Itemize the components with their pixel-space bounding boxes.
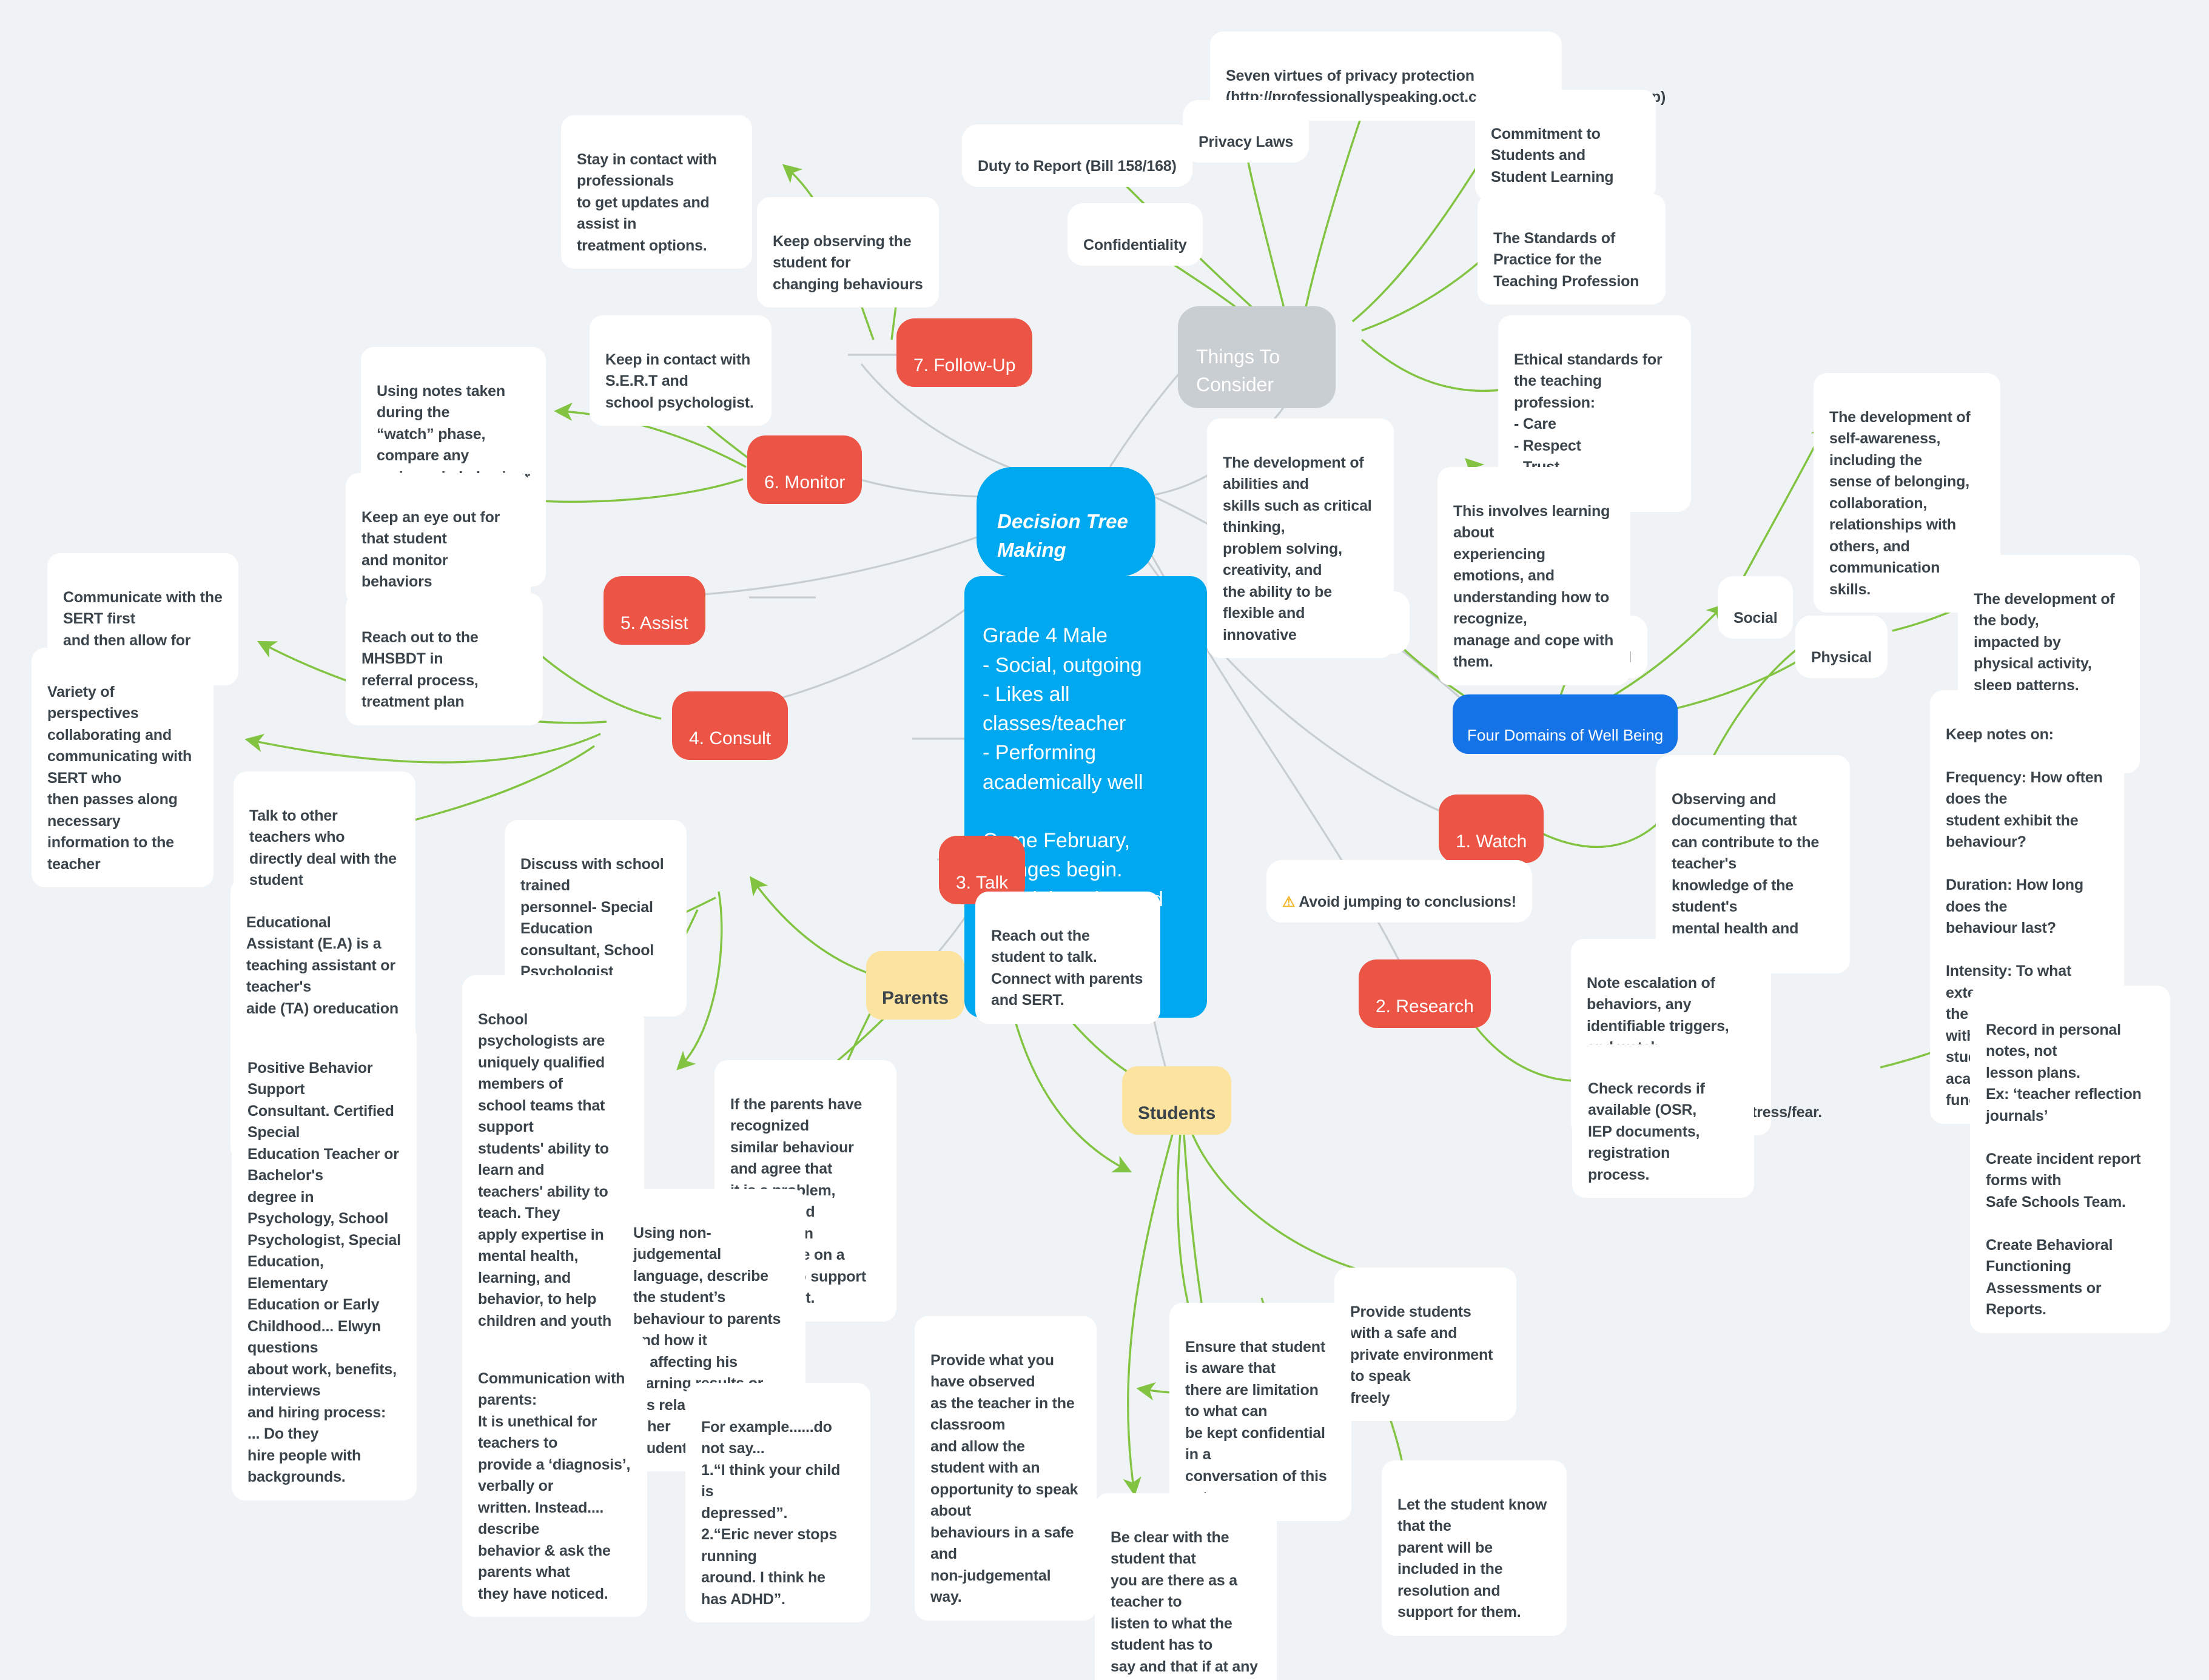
avoid-conclusions-node[interactable]: ⚠Avoid jumping to conclusions! (1266, 860, 1532, 922)
assist-mhsbdt-node[interactable]: Reach out to the MHSBDT in referral proc… (346, 593, 543, 725)
step-watch-node[interactable]: 1. Watch (1439, 795, 1544, 864)
students-node[interactable]: Students (1122, 1066, 1232, 1135)
talk-reach-out-node[interactable]: Reach out the student to talk. Connect w… (975, 892, 1160, 1024)
followup-stay-contact-node[interactable]: Stay in contact with professionals to ge… (561, 115, 752, 269)
commitment-students-label: Commitment to Students and Student Learn… (1491, 125, 1614, 186)
monitor-keep-contact-sert-node[interactable]: Keep in contact with S.E.R.T and school … (590, 315, 772, 426)
standards-of-practice-node[interactable]: The Standards of Practice for the Teachi… (1478, 194, 1666, 304)
four-domains-label: Four Domains of Well Being (1467, 725, 1664, 744)
monitor-keep-contact-sert-label: Keep in contact with S.E.R.T and school … (605, 351, 754, 411)
domain-cognitive-description: The development of abilities and skills … (1207, 418, 1394, 658)
followup-stay-contact-label: Stay in contact with professionals to ge… (577, 150, 717, 254)
students-provide-observed-label: Provide what you have observed as the te… (930, 1351, 1078, 1606)
privacy-laws-label: Privacy Laws (1199, 133, 1294, 150)
root-title-node[interactable]: Decision Tree Making (977, 467, 1155, 577)
standards-of-practice-label: The Standards of Practice for the Teachi… (1493, 229, 1639, 290)
followup-keep-observing-label: Keep observing the student for changing … (773, 232, 923, 293)
step-consult-label: 4. Consult (689, 728, 772, 748)
research-record-notes-node[interactable]: Record in personal notes, not lesson pla… (1970, 986, 2170, 1333)
parents-communication-ethics-node[interactable]: Communication with parents: It is unethi… (462, 1334, 647, 1617)
consult-positive-behavior-node[interactable]: Positive Behavior Support Consultant. Ce… (232, 1024, 417, 1500)
domain-social-node[interactable]: Social (1718, 576, 1794, 639)
students-be-clear-label: Be clear with the student that you are t… (1111, 1528, 1258, 1680)
research-check-records-node[interactable]: Check records if available (OSR, IEP doc… (1572, 1044, 1754, 1198)
step-watch-label: 1. Watch (1456, 831, 1527, 852)
confidentiality-label: Confidentiality (1083, 236, 1187, 254)
assist-talk-other-teachers-label: Talk to other teachers who directly deal… (249, 807, 397, 889)
students-safe-private-node[interactable]: Provide students with a safe and private… (1334, 1268, 1516, 1421)
monitor-keep-eye-out-node[interactable]: Keep an eye out for that student and mon… (346, 473, 531, 605)
domain-emotional-description: This involves learning about experiencin… (1437, 467, 1630, 685)
commitment-students-node[interactable]: Commitment to Students and Student Learn… (1475, 90, 1656, 200)
domain-social-label: Social (1733, 609, 1778, 627)
avoid-conclusions-label: Avoid jumping to conclusions! (1299, 893, 1516, 910)
students-parent-included-label: Let the student know that the parent wil… (1397, 1496, 1547, 1621)
domain-emotional-description-text: This involves learning about experiencin… (1453, 502, 1614, 671)
assist-variety-perspectives-label: Variety of perspectives collaborating an… (47, 683, 192, 873)
parents-communication-ethics-label: Communication with parents: It is unethi… (478, 1369, 631, 1602)
domain-physical-node[interactable]: Physical (1795, 616, 1888, 678)
step-assist-node[interactable]: 5. Assist (604, 576, 705, 645)
consult-positive-behavior-label: Positive Behavior Support Consultant. Ce… (247, 1059, 401, 1486)
step-talk-label: 3. Talk (956, 872, 1009, 893)
students-be-clear-node[interactable]: Be clear with the student that you are t… (1095, 1493, 1277, 1680)
domain-social-description-text: The development of self-awareness, inclu… (1829, 408, 1971, 598)
research-record-notes-label: Record in personal notes, not lesson pla… (1986, 1021, 2142, 1319)
students-safe-private-label: Provide students with a safe and private… (1350, 1303, 1493, 1406)
duty-to-report-node[interactable]: Duty to Report (Bill 158/168) (962, 124, 1192, 187)
parents-example-donotsay-node[interactable]: For example......do not say... 1.“I thin… (685, 1383, 870, 1622)
duty-to-report-label: Duty to Report (Bill 158/168) (978, 157, 1177, 175)
followup-keep-observing-node[interactable]: Keep observing the student for changing … (757, 197, 939, 307)
domain-physical-label: Physical (1811, 648, 1872, 666)
four-domains-node[interactable]: Four Domains of Well Being (1453, 694, 1678, 754)
step-monitor-label: 6. Monitor (764, 472, 846, 492)
parents-label: Parents (882, 987, 949, 1008)
confidentiality-node[interactable]: Confidentiality (1068, 203, 1203, 266)
assist-mhsbdt-label: Reach out to the MHSBDT in referral proc… (361, 628, 479, 711)
assist-variety-perspectives-node[interactable]: Variety of perspectives collaborating an… (32, 648, 214, 887)
students-provide-observed-node[interactable]: Provide what you have observed as the te… (915, 1316, 1097, 1621)
monitor-keep-eye-out-label: Keep an eye out for that student and mon… (361, 508, 500, 591)
step-consult-node[interactable]: 4. Consult (672, 691, 788, 761)
step-research-node[interactable]: 2. Research (1359, 959, 1491, 1029)
students-label: Students (1138, 1103, 1216, 1123)
step-assist-label: 5. Assist (620, 613, 688, 633)
students-parent-included-node[interactable]: Let the student know that the parent wil… (1382, 1460, 1567, 1636)
step-followup-node[interactable]: 7. Follow-Up (896, 318, 1033, 388)
talk-reach-out-label: Reach out the student to talk. Connect w… (991, 927, 1143, 1009)
warning-icon: ⚠ (1282, 893, 1296, 910)
students-confidentiality-limits-node[interactable]: Ensure that student is aware that there … (1169, 1303, 1351, 1521)
step-followup-label: 7. Follow-Up (913, 355, 1016, 375)
watch-observing-label: Observing and documenting that can contr… (1672, 790, 1820, 959)
step-research-label: 2. Research (1376, 996, 1474, 1016)
parents-node[interactable]: Parents (866, 951, 965, 1020)
assist-talk-other-teachers-node[interactable]: Talk to other teachers who directly deal… (234, 771, 415, 904)
privacy-laws-node[interactable]: Privacy Laws (1183, 100, 1310, 163)
things-to-consider-label: Things To Consider (1196, 346, 1280, 395)
root-title-label: Decision Tree Making (997, 509, 1128, 561)
students-confidentiality-limits-label: Ensure that student is aware that there … (1185, 1338, 1327, 1507)
step-monitor-node[interactable]: 6. Monitor (747, 435, 862, 505)
parents-example-donotsay-label: For example......do not say... 1.“I thin… (701, 1418, 841, 1608)
domain-cognitive-description-text: The development of abilities and skills … (1223, 454, 1372, 643)
watch-observing-node[interactable]: Observing and documenting that can contr… (1656, 755, 1850, 973)
research-check-records-label: Check records if available (OSR, IEP doc… (1588, 1080, 1705, 1183)
things-to-consider-node[interactable]: Things To Consider (1178, 306, 1336, 409)
